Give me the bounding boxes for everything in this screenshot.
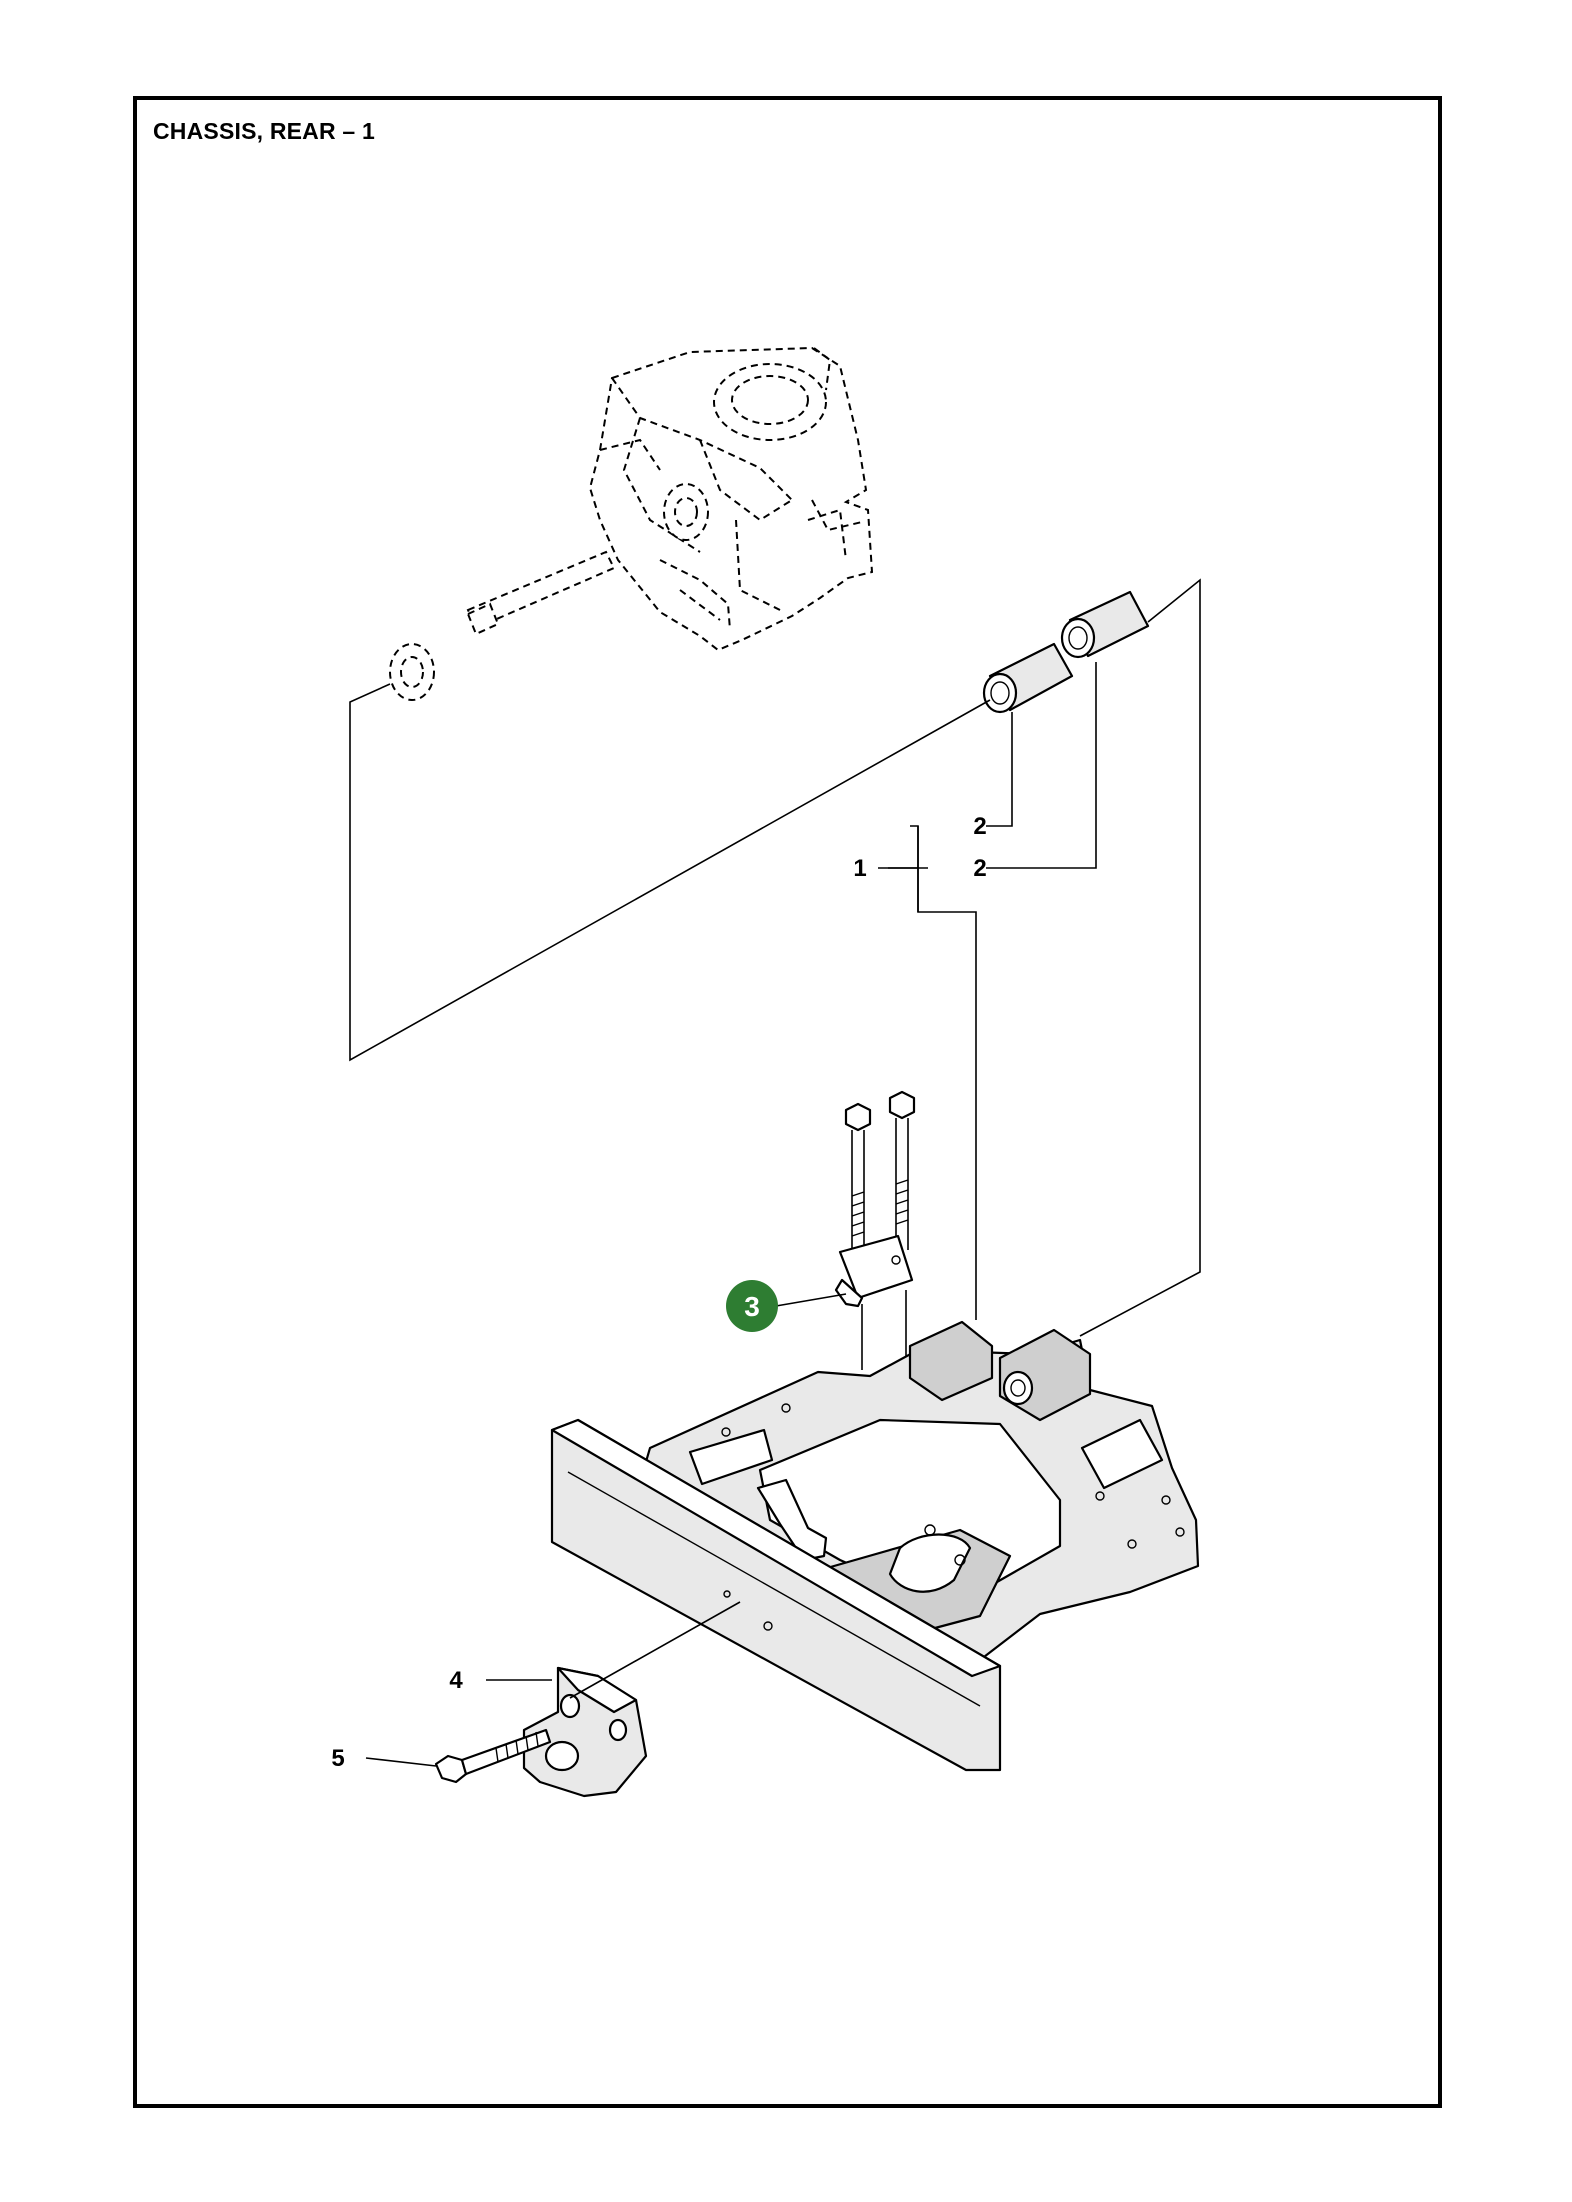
bushing-part-2-upper	[1060, 590, 1150, 659]
callout-label-1: 1	[853, 855, 866, 882]
transaxle-reference-outline	[588, 346, 874, 652]
callout-label-5: 5	[331, 1745, 344, 1772]
callout-label-3: 3	[744, 1291, 760, 1322]
bushing-part-2-lower	[982, 642, 1074, 714]
rear-chassis-part-1	[550, 1320, 1200, 1772]
axle-shaft-reference	[389, 550, 616, 701]
hitch-bracket-part-4	[522, 1601, 741, 1798]
callout-label-2-lower: 2	[973, 855, 986, 882]
callout-3-highlight: 3	[726, 1280, 847, 1332]
page-title: CHASSIS, REAR – 1	[153, 118, 375, 144]
assembly-guide-lines	[349, 578, 1201, 1337]
callout-label-4: 4	[449, 1667, 463, 1694]
highlight-marker	[726, 1280, 778, 1332]
bracket-part-3	[834, 1234, 914, 1370]
diagram-frame	[133, 96, 1442, 2108]
callout-leaders	[365, 867, 928, 1767]
mounting-screws	[844, 1090, 916, 1260]
callout-label-2-upper: 2	[973, 813, 986, 840]
hex-bolt-part-5	[434, 1728, 552, 1784]
